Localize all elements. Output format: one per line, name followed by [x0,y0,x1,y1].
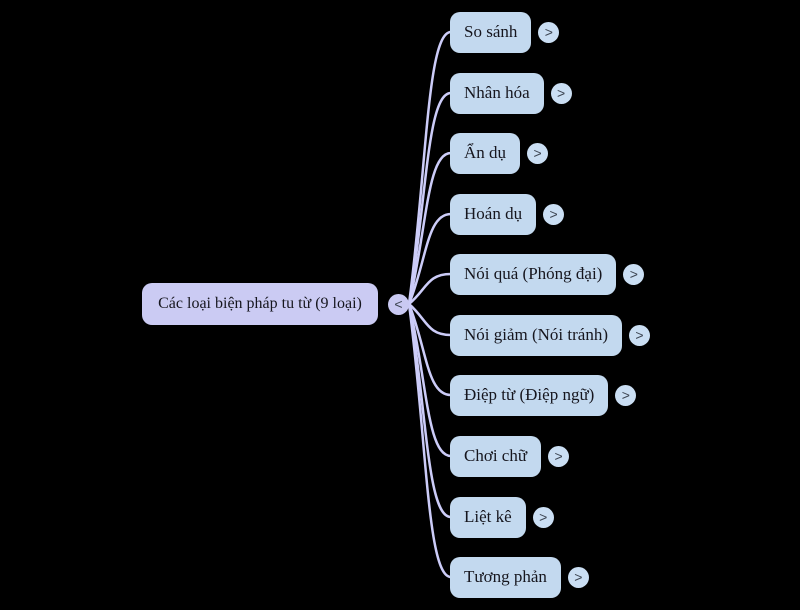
mindmap-node-row: So sánh > [450,11,560,53]
branch-curve [407,302,453,458]
mindmap-node[interactable]: Nói giảm (Nói tránh) [450,314,622,356]
mindmap-node[interactable]: So sánh [450,11,532,53]
root-node-row: Các loại biện pháp tu từ (9 loại) < [142,283,409,325]
branch-curve [407,30,453,306]
expand-button[interactable]: > [527,142,549,164]
mindmap-node-row: Chơi chữ > [450,435,570,477]
mindmap-node-row: Ẩn dụ > [450,132,549,174]
branch-curve [407,302,453,397]
mindmap-node-row: Nói giảm (Nói tránh) > [450,314,650,356]
expand-button[interactable]: > [548,445,570,467]
branch-curve [407,212,453,306]
mindmap-node-row: Điệp từ (Điệp ngữ) > [450,374,637,416]
mindmap-node-row: Liệt kê > [450,496,554,538]
mindmap-node[interactable]: Chơi chữ [450,435,542,477]
mindmap-node-row: Nhân hóa > [450,72,572,114]
mindmap-node-row: Tương phản > [450,556,589,598]
mindmap-node[interactable]: Hoán dụ [450,193,537,235]
expand-button[interactable]: > [623,263,645,285]
mindmap-node[interactable]: Nhân hóa [450,72,544,114]
branch-curve [407,151,453,306]
mindmap-node-row: Nói quá (Phóng đại) > [450,253,645,295]
mindmap-node[interactable]: Tương phản [450,556,561,598]
branch-curve [407,302,453,519]
expand-button[interactable]: > [532,506,554,528]
branch-curve [407,302,453,579]
expand-button[interactable]: > [543,203,565,225]
expand-button[interactable]: > [538,21,560,43]
expand-button[interactable]: > [615,384,637,406]
mindmap-node[interactable]: Ẩn dụ [450,132,521,174]
mindmap-node[interactable]: Điệp từ (Điệp ngữ) [450,374,609,416]
mindmap-node[interactable]: Liệt kê [450,496,526,538]
expand-button[interactable]: > [550,82,572,104]
collapse-button[interactable]: < [388,293,409,315]
mindmap-node-row: Hoán dụ > [450,193,565,235]
branch-curve [407,302,453,337]
root-node[interactable]: Các loại biện pháp tu từ (9 loại) [142,283,378,325]
branch-curve [407,91,453,306]
mindmap-node[interactable]: Nói quá (Phóng đại) [450,253,617,295]
branch-curve [407,272,453,306]
expand-button[interactable]: > [567,566,589,588]
expand-button[interactable]: > [629,324,650,346]
